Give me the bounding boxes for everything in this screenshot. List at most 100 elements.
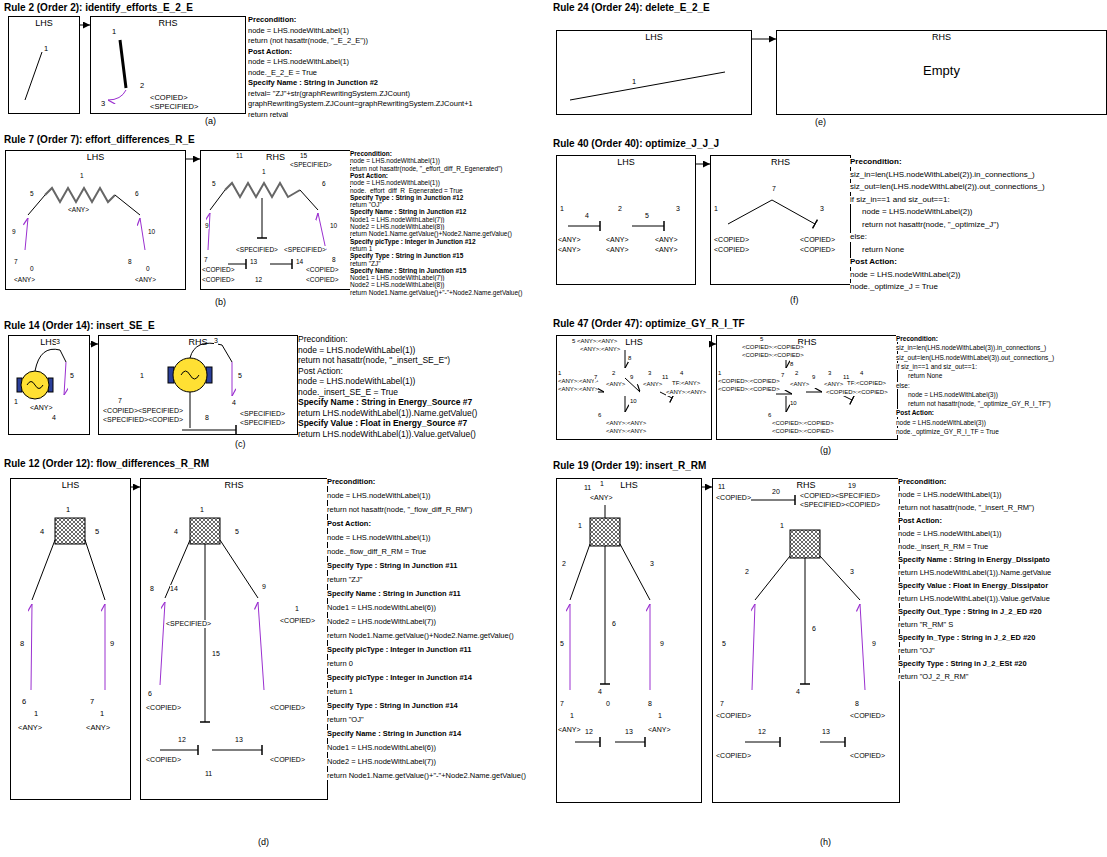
- node-label: 2: [612, 370, 615, 377]
- node-label: 14: [170, 585, 178, 593]
- node-label: <ANY>:<ANY>: [666, 389, 706, 396]
- code-line: return (not hasattr(node, "_E_2_E")): [248, 37, 368, 45]
- node-label: 4: [860, 370, 863, 377]
- node-label: 1: [570, 712, 574, 720]
- code-line: return not hasattr(node, "_flow_diff_R_R…: [327, 506, 472, 514]
- code-line: Node2 = LHS.nodeWithLabel(8)): [350, 223, 445, 230]
- code-line: node = LHS.nodeWithLabel(1)): [327, 492, 431, 500]
- node-label: <SPECIFIED><COPIED>: [103, 416, 183, 424]
- box-heading: LHS: [9, 337, 89, 348]
- node-label: 19: [848, 482, 856, 490]
- node-label: 4: [174, 528, 178, 536]
- node-label: 10: [630, 398, 637, 405]
- node-label: <COPIED>:<COPIED>: [772, 428, 834, 435]
- code-line: Precondition:: [898, 478, 946, 486]
- code-line: Node1 = LHS.nodeWithLabel(7)): [350, 274, 445, 281]
- node-label: 8: [790, 361, 793, 368]
- code-line: Precondition:: [298, 335, 348, 344]
- node-label: 1: [600, 480, 604, 488]
- node-label: 4: [40, 528, 44, 536]
- node-label: 8: [205, 414, 209, 422]
- code-line: Specify In_Type : String in J_2_ED #20: [898, 634, 1035, 642]
- figure-line: [752, 604, 755, 690]
- node-label: <COPIED>: [146, 704, 181, 712]
- node-label: <ANY>: [558, 236, 581, 244]
- figure-line: [160, 750, 198, 751]
- code-line: return not hasattr(node, "_insert_SE_E"): [298, 356, 450, 365]
- node-label: 7: [720, 700, 724, 708]
- code-line: Post Action:: [896, 409, 934, 416]
- node-label: 13: [822, 728, 830, 736]
- code-line: Specify Type : String in J_2_ESt #20: [898, 660, 1027, 668]
- node-label: 8: [628, 355, 631, 362]
- code-line: Post Action:: [248, 48, 292, 56]
- node-label: <COPIED>: [716, 712, 751, 720]
- node-label: 15: [300, 152, 307, 159]
- rule-title: Rule 12 (Order 12): flow_differences_R_R…: [4, 458, 209, 469]
- code-line: Node2 = LHS.nodeWithLabel(8)): [350, 281, 445, 288]
- node-label: <COPIED>: [716, 752, 751, 760]
- code-line: node = LHS.nodeWithLabel(1): [248, 58, 349, 66]
- node-label: <ANY>: [18, 724, 42, 732]
- code-line: return Node1.Name.getValue()+"-"+Node2.N…: [350, 289, 522, 296]
- figure-rect: [790, 530, 820, 558]
- code-line: node = LHS.nodeWithLabel(1): [248, 27, 349, 35]
- code-line: siz_out=len(LHS.nodeWithLabel(2)).out_co…: [850, 183, 1045, 192]
- figure-line: [300, 190, 318, 210]
- code-line: Specify Out_Type : String in J_2_ED #20: [898, 608, 1042, 616]
- code-line: node = LHS.nodeWithLabel(1)): [350, 157, 440, 164]
- node-label: 1: [632, 78, 636, 86]
- node-label: 5: [70, 372, 74, 380]
- node-label: <ANY>: [606, 381, 625, 388]
- figure-rect: [590, 518, 620, 546]
- figure-line: [190, 392, 191, 428]
- panel-letter: (d): [258, 838, 269, 848]
- panel-letter: (c): [235, 440, 246, 450]
- figure-polyline: [45, 188, 115, 202]
- code-line: Specify picType : Integer in Junction #1…: [350, 238, 476, 245]
- node-label: <COPIED>: [850, 752, 885, 760]
- code-line: if siz_in==1 and siz_out==1:: [896, 363, 977, 370]
- node-label: <SPECIFIED>: [150, 103, 198, 111]
- code-line: return LHS.nodeWithLabel(1)).Value.getVa…: [298, 430, 476, 439]
- node-label: <ANY>: [68, 206, 89, 213]
- code-line: return Node1.Name.getValue()+Node2.Name.…: [327, 632, 514, 640]
- figure-line: [25, 218, 28, 250]
- lhs-box: LHS: [556, 155, 696, 285]
- node-label: <COPIED>:<COPIED>: [718, 378, 780, 385]
- node-label: 11: [718, 483, 725, 491]
- figure-line: [232, 362, 233, 396]
- node-label: <COPIED>: [800, 246, 835, 254]
- node-label: 3: [828, 370, 831, 377]
- node-label: 2: [795, 370, 798, 377]
- node-label: 1: [100, 710, 104, 718]
- node-label: 1: [714, 205, 718, 213]
- node-label: 8: [332, 256, 336, 263]
- code-line: node._insert_R_RM = True: [898, 543, 988, 551]
- code-line: node._effort_diff_R_Egenerated = True: [350, 187, 463, 194]
- node-label: <ANY>: [558, 726, 581, 734]
- code-line: node = LHS.nodeWithLabel(3)): [896, 419, 986, 426]
- node-label: 3: [648, 370, 651, 377]
- node-label: 6: [148, 690, 152, 698]
- code-line: Specify picType : Integer in Junction #1…: [327, 646, 471, 654]
- node-label: TF:<COPIED>: [847, 380, 886, 387]
- node-label: 7: [204, 256, 208, 263]
- node-label: <ANY>:<ANY>: [606, 428, 646, 435]
- node-label: 2: [618, 205, 622, 213]
- figure-line: [625, 350, 626, 368]
- code-line: return "OJ_2_R_RM": [898, 673, 968, 681]
- code-line: node._flow_diff_R_RM = True: [327, 548, 426, 556]
- panel-letter: (a): [205, 117, 216, 127]
- node-label: 11: [236, 152, 243, 159]
- figure-line: [140, 218, 145, 250]
- code-line: Post Action:: [298, 367, 343, 376]
- figure-g: [25, 40, 865, 750]
- figure-line: [745, 742, 780, 743]
- code-line: node._optimize_GY_R_I_TF = True: [896, 428, 999, 435]
- node-label: 2: [140, 82, 144, 90]
- node-label: <COPIED>: [714, 236, 749, 244]
- node-label: 5: [645, 212, 649, 220]
- node-label: 3: [820, 205, 824, 213]
